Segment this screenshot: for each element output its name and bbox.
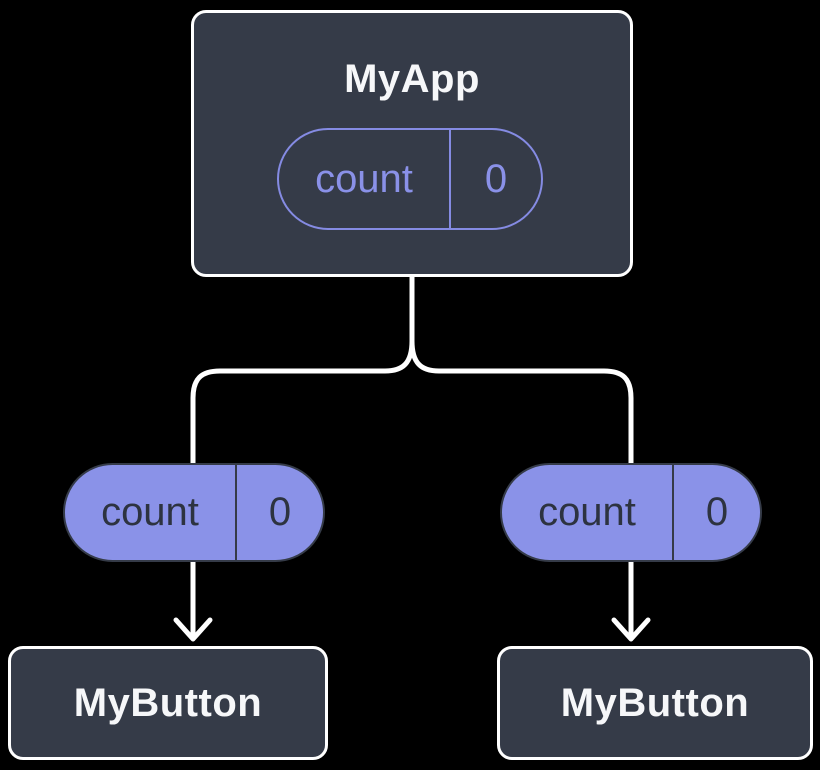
state-value: 0 (268, 490, 292, 534)
component-title-right-child: MyButton (560, 680, 750, 725)
component-node-root: MyApp count 0 (191, 10, 633, 277)
component-title-left-child: MyButton (73, 680, 263, 725)
left-branch-line (190, 340, 415, 468)
right-branch-line (409, 340, 634, 468)
state-label: count (315, 156, 413, 201)
state-pill-root: count 0 (277, 128, 543, 230)
right-arrowhead-icon (611, 617, 651, 642)
left-arrowhead-icon (173, 617, 213, 642)
state-value: 0 (484, 156, 508, 201)
state-value: 0 (705, 490, 729, 534)
component-title-root: MyApp (344, 57, 480, 101)
pill-divider (449, 130, 451, 228)
component-node-left-child: MyButton (8, 646, 328, 760)
state-label: count (538, 490, 636, 534)
state-pill-right: count 0 (500, 463, 762, 562)
pill-divider (672, 465, 674, 560)
component-node-right-child: MyButton (497, 646, 813, 760)
state-pill-left: count 0 (63, 463, 325, 562)
pill-divider (235, 465, 237, 560)
state-label: count (101, 490, 199, 534)
